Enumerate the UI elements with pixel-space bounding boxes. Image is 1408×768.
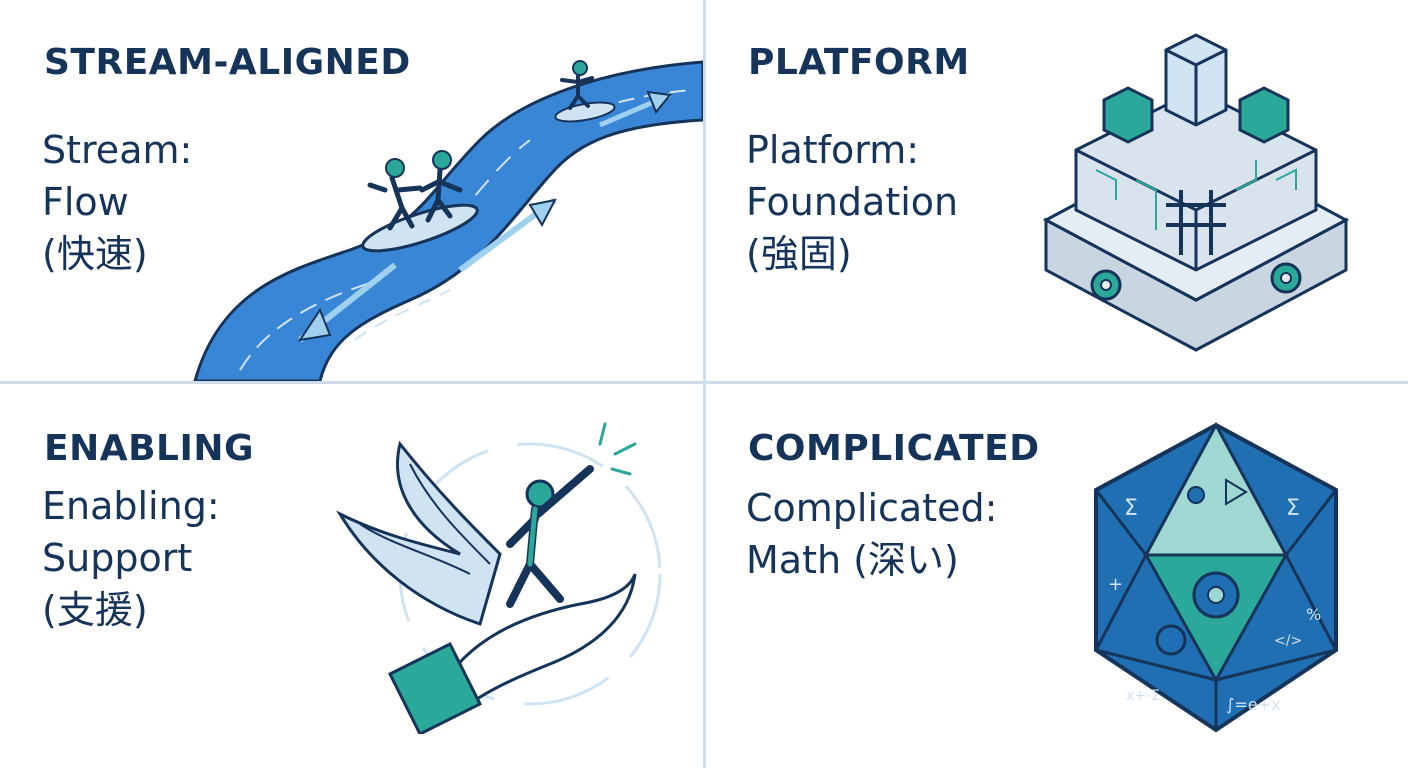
river-surfers-icon <box>193 60 703 381</box>
enabling-title: ENABLING <box>44 428 255 469</box>
platform-line-3: (強固) <box>746 232 852 276</box>
stream-line-1: Stream: <box>42 128 193 172</box>
operators-text: x+-Σ <box>1126 688 1160 704</box>
enabling-line-3: (支援) <box>42 588 148 632</box>
percent-symbol: % <box>1306 605 1321 624</box>
platform-description: Platform: Foundation (強固) <box>746 124 958 280</box>
platform-line-1: Platform: <box>746 128 920 172</box>
enabling-line-2: Support <box>42 536 193 580</box>
stream-line-3: (快速) <box>42 232 148 276</box>
vertical-divider <box>703 0 706 768</box>
enabling-description: Enabling: Support (支援) <box>42 480 220 636</box>
complicated-description: Complicated: Math (深い) <box>746 482 997 586</box>
enabling-quadrant: ENABLING Enabling: Support (支援) <box>0 384 703 768</box>
stream-line-2: Flow <box>42 180 129 224</box>
sum-symbol-right: Σ <box>1286 496 1300 521</box>
complicated-title: COMPLICATED <box>748 428 1040 469</box>
platform-line-2: Foundation <box>746 180 959 224</box>
horizontal-divider <box>0 381 1408 384</box>
complicated-line-2: Math (深い) <box>746 538 959 582</box>
plus-symbol: + <box>1108 574 1123 595</box>
code-symbol: </> <box>1274 633 1302 649</box>
formula-text: ∫=e+x <box>1226 695 1280 714</box>
math-icosahedron-icon: Σ Σ + % </> ∫=e+x x+-Σ <box>1093 421 1339 733</box>
complicated-quadrant: COMPLICATED Complicated: Math (深い) Σ Σ +… <box>706 384 1408 768</box>
stream-aligned-title: STREAM-ALIGNED <box>44 42 411 83</box>
complicated-line-1: Complicated: <box>746 486 998 530</box>
platform-blocks-icon <box>1042 33 1350 352</box>
platform-quadrant: PLATFORM Platform: Foundation (強固) <box>706 0 1408 381</box>
wing-hand-support-icon <box>336 422 662 734</box>
stream-aligned-description: Stream: Flow (快速) <box>42 124 192 280</box>
enabling-line-1: Enabling: <box>42 484 220 528</box>
stream-aligned-quadrant: STREAM-ALIGNED Stream: Flow (快速) <box>0 0 703 381</box>
sum-symbol: Σ <box>1124 496 1138 521</box>
platform-title: PLATFORM <box>748 42 970 83</box>
